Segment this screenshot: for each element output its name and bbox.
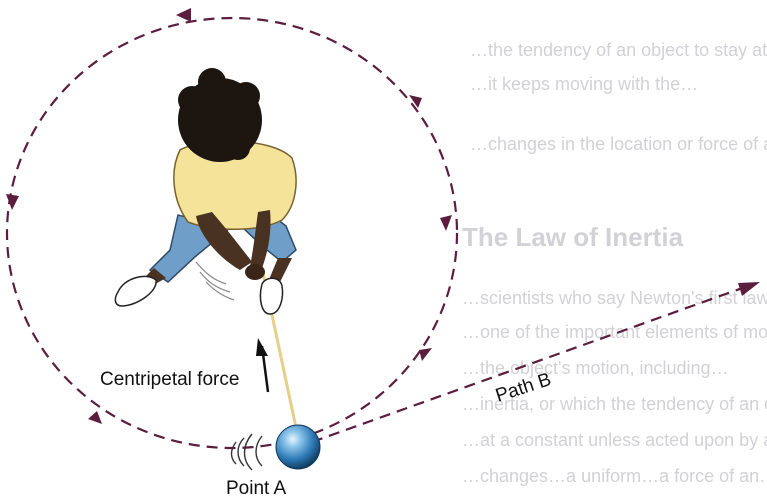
bg-line-2: …it keeps moving with the… (470, 74, 698, 94)
bg-line-1: …the tendency of an object to stay at re… (470, 40, 767, 60)
background-text: …the tendency of an object to stay at re… (462, 40, 767, 486)
bg-body-6: …changes…a uniform…a force of an… (462, 466, 767, 486)
bg-body-5: …at a constant unless acted upon by a fo… (462, 430, 767, 450)
bg-line-3: …changes in the location or force of an … (470, 134, 767, 154)
bg-body-1: …scientists who say Newton's first law… (462, 288, 767, 308)
ball-icon (276, 425, 320, 469)
bg-body-2: …one of the important elements of motion… (462, 322, 767, 342)
centripetal-force-label: Centripetal force (100, 369, 239, 390)
bg-heading: The Law of Inertia (462, 222, 684, 252)
point-a-label: Point A (226, 478, 287, 499)
